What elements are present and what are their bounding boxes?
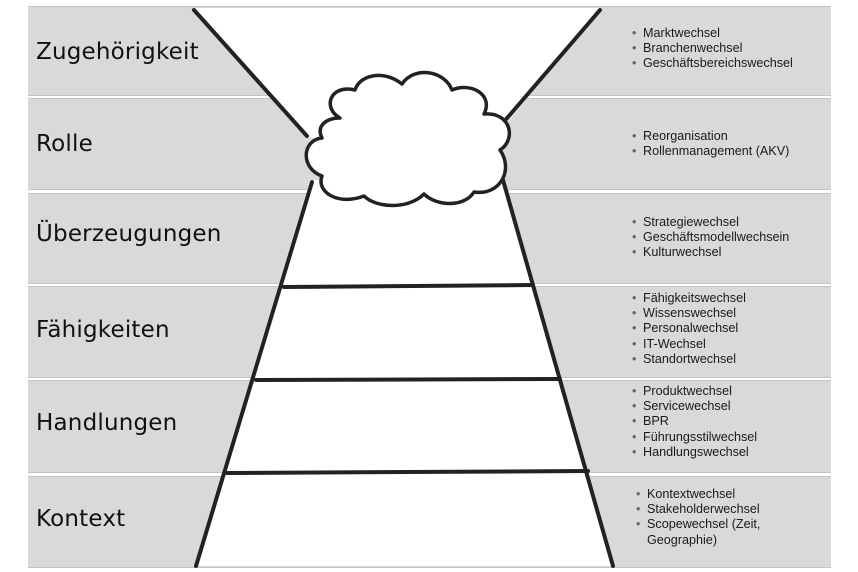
ladder-rung-1 <box>282 283 535 289</box>
cloud-icon <box>304 70 511 208</box>
list-item: •Scopewechsel (Zeit, <box>636 517 761 532</box>
bullet-icon: • <box>632 129 637 143</box>
bullet-icon: • <box>632 306 637 321</box>
list-item: Geographie) <box>647 532 718 547</box>
list-item: •Marktwechsel <box>632 26 720 40</box>
list-item: •Geschäftsbereichswechsel <box>632 56 793 71</box>
ladder-area <box>194 178 614 566</box>
funnel-top-area <box>193 8 602 138</box>
items-handlungen: •Produktwechsel •Servicewechsel •BPR •Fü… <box>632 384 757 460</box>
list-item: •Stakeholderwechsel <box>636 502 760 517</box>
bullet-icon: • <box>632 230 637 245</box>
bullet-icon: • <box>632 414 637 429</box>
level-label-zugehoerigkeit: Zugehörigkeit <box>36 39 199 65</box>
level-label-faehigkeiten: Fähigkeiten <box>36 317 170 343</box>
bullet-icon: • <box>632 291 637 305</box>
bullet-icon: • <box>636 487 641 501</box>
list-item: •Strategiewechsel <box>632 215 739 229</box>
list-item: •Kontextwechsel <box>636 487 736 501</box>
list-item: •Produktwechsel <box>632 384 732 398</box>
list-item: •Branchenwechsel <box>632 41 743 56</box>
level-label-ueberzeugungen: Überzeugungen <box>36 221 222 247</box>
ladder-rung-3 <box>225 469 590 475</box>
bullet-icon: • <box>632 444 637 459</box>
bullet-icon: • <box>632 26 637 40</box>
list-item: •Geschäftsmodellwechsein <box>632 230 790 245</box>
ladder-rung-2 <box>254 377 562 382</box>
list-item: •Kulturwechsel <box>632 245 722 260</box>
ladder-right-rail <box>501 178 615 568</box>
list-item: •BPR <box>632 414 669 429</box>
bullet-icon: • <box>632 321 637 336</box>
funnel-right-line <box>500 8 602 126</box>
items-rolle: •Reorganisation •Rollenmanagement (AKV) <box>632 129 789 159</box>
level-label-rolle: Rolle <box>36 131 93 157</box>
list-item: •Handlungswechsel <box>632 444 749 459</box>
list-item: •Wissenswechsel <box>632 306 737 321</box>
bullet-icon: • <box>632 144 637 159</box>
funnel-left-line <box>192 8 309 138</box>
list-item: •Fähigkeitswechsel <box>632 291 746 305</box>
level-label-kontext: Kontext <box>36 506 126 532</box>
items-zugehoerigkeit: •Marktwechsel •Branchenwechsel •Geschäft… <box>632 26 793 72</box>
list-item: •Servicewechsel <box>632 399 731 414</box>
bullet-icon: • <box>632 384 637 398</box>
list-item: •Rollenmanagement (AKV) <box>632 144 790 159</box>
bullet-icon: • <box>632 429 637 444</box>
bullet-icon: • <box>636 502 641 517</box>
items-kontext: •Kontextwechsel •Stakeholderwechsel •Sco… <box>636 487 760 548</box>
list-item: •Führungsstilwechsel <box>632 429 758 444</box>
bullet-icon: • <box>632 336 637 351</box>
list-item: •IT-Wechsel <box>632 336 706 351</box>
items-faehigkeiten: •Fähigkeitswechsel •Wissenswechsel •Pers… <box>632 291 746 367</box>
ladder-left-rail <box>194 180 314 568</box>
bullet-icon: • <box>632 245 637 260</box>
bullet-icon: • <box>632 351 637 366</box>
bullet-icon: • <box>632 399 637 414</box>
bullet-icon: • <box>636 517 641 532</box>
bullet-icon: • <box>632 215 637 229</box>
list-item: •Reorganisation <box>632 129 728 143</box>
bullet-icon: • <box>632 41 637 56</box>
list-item: •Standortwechsel <box>632 351 737 366</box>
items-ueberzeugungen: •Strategiewechsel •Geschäftsmodellwechse… <box>632 215 789 261</box>
list-item: •Personalwechsel <box>632 321 739 336</box>
bullet-icon: • <box>632 56 637 71</box>
level-label-handlungen: Handlungen <box>36 410 178 436</box>
